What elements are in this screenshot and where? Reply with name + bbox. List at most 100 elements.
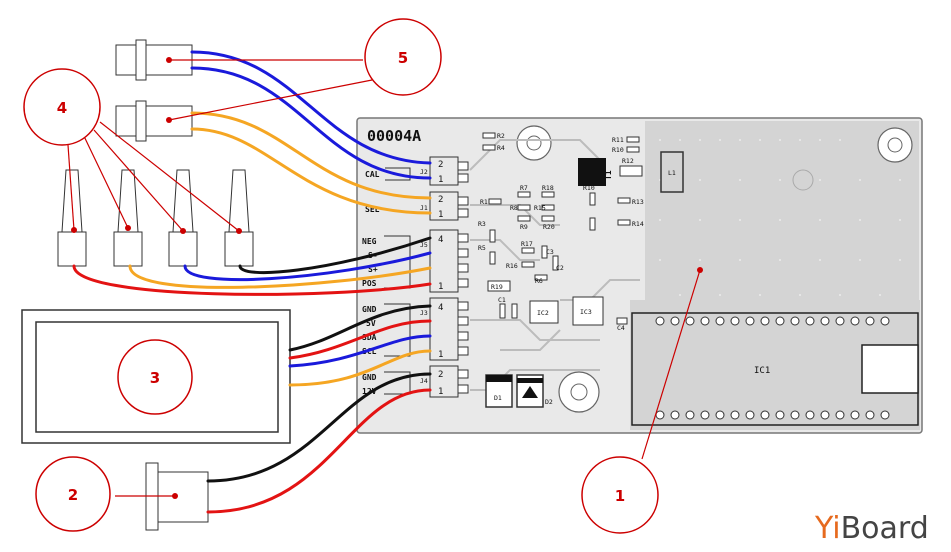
svg-text:D2: D2 (545, 398, 553, 406)
svg-text:GND: GND (362, 373, 377, 382)
svg-text:GND: GND (362, 305, 377, 314)
svg-text:YiBoard: YiBoard (814, 511, 929, 546)
svg-text:R10: R10 (612, 146, 624, 154)
svg-text:C2: C2 (556, 264, 564, 272)
pcb-traces (469, 139, 640, 391)
svg-text:J2: J2 (420, 168, 428, 176)
svg-text:R2: R2 (497, 132, 505, 140)
sensor-probe (57, 169, 87, 267)
svg-text:R19: R19 (491, 283, 503, 291)
svg-text:5: 5 (398, 49, 408, 67)
svg-text:R1: R1 (480, 198, 488, 206)
wire-orange (128, 264, 432, 289)
svg-text:R13: R13 (632, 198, 644, 206)
svg-text:C1: C1 (498, 296, 506, 304)
svg-text:R7: R7 (520, 184, 528, 192)
wires (72, 50, 432, 514)
svg-text:C3: C3 (546, 248, 554, 256)
wire-orange (190, 127, 432, 215)
svg-text:J3: J3 (420, 309, 428, 317)
sensor-probe (113, 169, 143, 267)
svg-text:1: 1 (438, 350, 443, 360)
ic2-chip: IC2 (529, 300, 559, 324)
svg-text:L1: L1 (668, 169, 676, 177)
svg-text:R17: R17 (521, 240, 533, 248)
mounting-hole (516, 125, 552, 161)
svg-text:R8: R8 (510, 204, 518, 212)
callout-5: 5 (364, 18, 442, 96)
callout-3: 3 (117, 339, 193, 415)
svg-text:IC1: IC1 (754, 366, 770, 376)
via-pattern (659, 139, 901, 296)
svg-text:2: 2 (438, 160, 443, 170)
svg-text:R3: R3 (478, 220, 486, 228)
svg-text:D1: D1 (494, 394, 502, 402)
svg-text:R18: R18 (542, 184, 554, 192)
transistor-t1: T1 (578, 158, 613, 186)
callout-lines (67, 59, 701, 497)
svg-text:S+: S+ (368, 265, 378, 274)
svg-text:J5: J5 (420, 241, 428, 249)
svg-text:IC3: IC3 (580, 308, 592, 316)
wire-red (72, 264, 432, 296)
svg-text:R11: R11 (612, 136, 624, 144)
brand-logo-board: Board (841, 511, 929, 546)
wire-red (206, 388, 432, 514)
brand-logo-yi: Yi (814, 511, 841, 546)
resistor-array: R2 R4 R7 R18 R1 R8 R15 R9 R20 R3 R5 R17 … (478, 132, 644, 332)
inductor-l1: L1 (660, 151, 684, 193)
svg-text:1: 1 (438, 387, 443, 397)
svg-text:T1: T1 (604, 170, 613, 180)
svg-text:3: 3 (150, 369, 160, 387)
connector-j1: 2 1 J1 SEL (365, 191, 469, 221)
svg-text:R12: R12 (622, 157, 634, 165)
svg-text:IC2: IC2 (537, 309, 549, 317)
ground-pour (645, 121, 919, 307)
push-button-sel (115, 100, 193, 142)
svg-text:R16: R16 (506, 262, 518, 270)
svg-text:R14: R14 (632, 220, 644, 228)
wire-orange (288, 349, 432, 387)
svg-text:4: 4 (438, 303, 443, 313)
svg-text:2: 2 (438, 195, 443, 205)
svg-text:4: 4 (57, 99, 67, 117)
board-id: 00004A (367, 127, 421, 145)
svg-text:SEL: SEL (365, 205, 380, 214)
svg-text:R9: R9 (520, 223, 528, 231)
svg-text:R15: R15 (534, 204, 546, 212)
svg-text:5V: 5V (366, 319, 376, 328)
wire-blue (190, 50, 432, 165)
wire-orange (190, 111, 432, 200)
callout-2: 2 (35, 456, 111, 532)
connector-j2: 2 1 J2 CAL (365, 156, 469, 186)
svg-text:2: 2 (68, 486, 78, 504)
svg-text:SDA: SDA (362, 333, 377, 342)
diode-d2: D2 (516, 374, 553, 408)
svg-text:1: 1 (438, 210, 443, 220)
ic3-chip: IC3 (572, 296, 604, 326)
wire-blue (288, 334, 432, 368)
svg-text:R6: R6 (535, 277, 543, 285)
svg-text:R5: R5 (478, 244, 486, 252)
sensor-probe (168, 169, 198, 267)
brand-logo: YiBoard (814, 511, 929, 546)
callout-1: 1 (581, 456, 659, 534)
wire-black (288, 304, 432, 352)
svg-text:J1: J1 (420, 204, 428, 212)
svg-text:J4: J4 (420, 377, 428, 385)
svg-text:1: 1 (438, 175, 443, 185)
svg-text:1: 1 (615, 487, 625, 505)
svg-text:NEG: NEG (362, 237, 377, 246)
diode-d1: D1 (485, 374, 513, 408)
mounting-hole (558, 371, 600, 413)
svg-text:C4: C4 (617, 324, 625, 332)
svg-text:R10: R10 (583, 184, 595, 192)
ic1-module: IC1 (631, 312, 919, 426)
pcb-board: 00004A 2 1 J2 CAL 2 1 (356, 117, 923, 434)
svg-text:4: 4 (438, 235, 443, 245)
callout-4: 4 (23, 68, 101, 146)
svg-text:1: 1 (438, 282, 443, 292)
wire-blue (183, 251, 432, 282)
wire-red (288, 319, 432, 360)
